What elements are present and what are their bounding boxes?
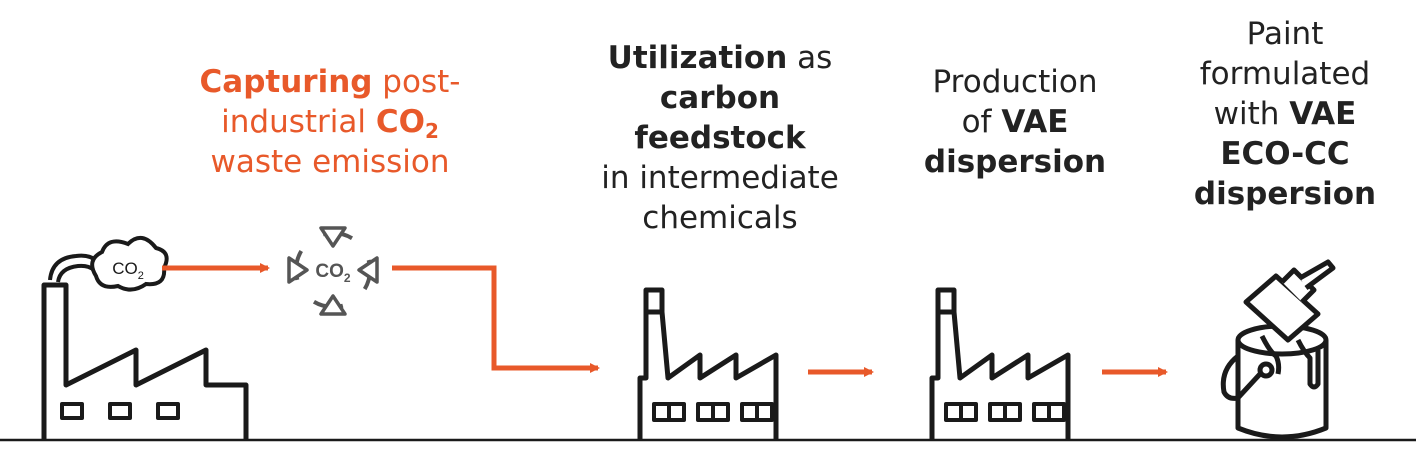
svg-text:CO2: CO2 bbox=[112, 259, 144, 282]
paint-dispersion: dispersion bbox=[1193, 176, 1377, 212]
cycle-co2-text: CO bbox=[315, 261, 344, 282]
paint-line1: Paint bbox=[1246, 16, 1324, 52]
paintbrush-icon bbox=[1243, 259, 1336, 343]
production-label: Production of VAE dispersion bbox=[905, 62, 1125, 182]
smoke-co2-text: CO bbox=[112, 259, 138, 278]
smoke-cloud-icon: CO2 bbox=[90, 236, 169, 292]
utilization-line4: chemicals bbox=[642, 200, 798, 236]
production-pre2: of bbox=[961, 104, 1002, 140]
capture-label: Capturing post- industrial CO2 waste emi… bbox=[190, 62, 470, 182]
capture-rest: post- bbox=[372, 64, 461, 100]
paint-line2: formulated bbox=[1199, 56, 1371, 92]
paint-label: Paint formulated with VAE ECO-CC dispers… bbox=[1180, 14, 1390, 214]
utilization-rest: as bbox=[787, 40, 833, 76]
paint-pre3: with bbox=[1213, 96, 1290, 132]
utilization-line3: in intermediate bbox=[601, 160, 839, 196]
chemical-factory-icon bbox=[637, 287, 779, 440]
production-line1: Production bbox=[932, 64, 1098, 100]
dispersion-factory-icon bbox=[929, 287, 1071, 440]
capture-line3: waste emission bbox=[210, 144, 450, 180]
co2-capture-cycle-icon: CO2 bbox=[287, 226, 379, 316]
paint-eco-cc: ECO-CC bbox=[1220, 136, 1350, 172]
utilization-label: Utilization as carbon feedstock in inter… bbox=[570, 38, 870, 238]
capture-bold: Capturing bbox=[199, 64, 373, 100]
svg-text:CO2: CO2 bbox=[315, 261, 351, 285]
capture-line2: industrial bbox=[221, 104, 376, 140]
utilization-feedstock: carbon feedstock bbox=[634, 80, 806, 156]
paint-can-icon bbox=[1220, 323, 1329, 440]
arrow-capture-to-utilization bbox=[392, 265, 600, 373]
paint-vae: VAE bbox=[1289, 96, 1357, 132]
production-vae: VAE bbox=[1001, 104, 1069, 140]
capture-co2: CO2 bbox=[375, 104, 439, 143]
production-dispersion: dispersion bbox=[923, 144, 1107, 180]
smoke-co2-sub: 2 bbox=[138, 270, 144, 282]
cycle-co2-sub: 2 bbox=[344, 271, 351, 285]
utilization-bold: Utilization bbox=[607, 40, 788, 76]
